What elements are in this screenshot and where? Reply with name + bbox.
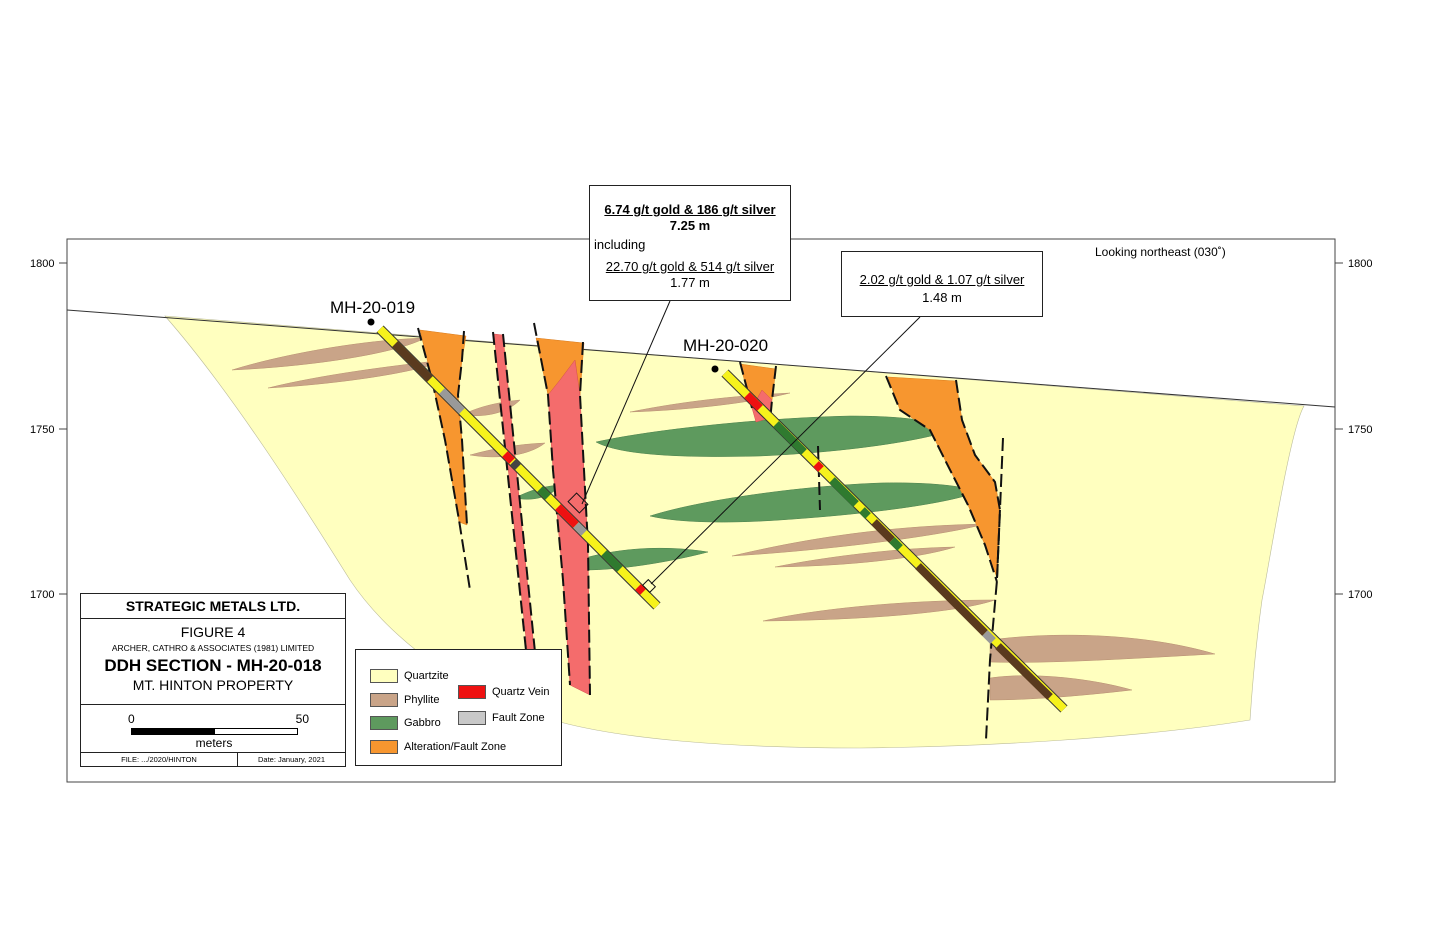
legend-label-quartzite: Quartzite [404,670,449,682]
legend-item-alteration-fault-zone: Alteration/Fault Zone [370,740,506,754]
legend-swatch-phyllite [370,693,398,707]
title-divider [81,704,345,705]
view-direction-label: Looking northeast (030˚) [1095,245,1226,259]
intercept-1-length: 7.25 m [669,218,711,233]
collar-mh-20-020 [711,365,719,373]
callout-leader-2 [650,316,921,585]
drill-hole-label-mh-20-019: MH-20-019 [330,298,416,317]
figure-date: Date: January, 2021 [258,755,325,764]
elevation-label-right-1750: 1750 [1348,424,1372,436]
scale-bar: 0 50 meters [128,712,309,752]
legend-item-gabbro: Gabbro [370,716,441,730]
legend-label-fault-zone: Fault Zone [492,712,545,724]
section-title: DDH SECTION - MH-20-018 [104,656,322,675]
elevation-label-left-1800: 1800 [30,258,54,270]
callout-leader-1 [581,300,671,505]
intercept-1-sub-length: 1.77 m [670,275,710,290]
intercept-1-qualifier: including [594,237,646,252]
legend: Quartzite Phyllite Gabbro Alteration/Fau… [355,649,562,766]
elevation-ticks [59,262,1343,595]
legend-label-alteration-fault-zone: Alteration/Fault Zone [404,741,507,753]
intercept-2-length: 1.48 m [922,290,962,305]
legend-label-gabbro: Gabbro [404,717,441,729]
fault-lines [417,322,1004,741]
consultant-name: ARCHER, CATHRO & ASSOCIATES (1981) LIMIT… [111,643,315,653]
legend-swatch-gabbro [370,716,398,730]
file-path: FILE: .../2020/HINTON [81,753,238,766]
drill-trace-mh-20-019 [376,325,661,610]
legend-swatch-quartz-vein [458,685,486,699]
property-name: MT. HINTON PROPERTY [132,677,294,693]
intercept-2-grade: 2.02 g/t gold & 1.07 g/t silver [859,272,1025,287]
intercept-callout-2: 2.02 g/t gold & 1.07 g/t silver 1.48 m [841,251,1043,317]
legend-swatch-fault-zone [458,711,486,725]
legend-item-fault-zone: Fault Zone [458,711,545,725]
legend-item-quartz-vein: Quartz Vein [458,685,549,699]
legend-item-quartzite: Quartzite [370,669,449,683]
elevation-label-left-1750: 1750 [30,424,54,436]
company-name: STRATEGIC METALS LTD. [81,594,345,619]
drill-hole-label-mh-20-020: MH-20-020 [683,336,769,355]
legend-label-phyllite: Phyllite [404,694,440,706]
scale-unit-label: meters [195,736,233,750]
scale-bar-black [131,728,216,735]
title-footer: FILE: .../2020/HINTON Date: January, 202… [81,752,345,766]
title-block: STRATEGIC METALS LTD. FIGURE 4 ARCHER, C… [80,593,346,767]
intercept-1-sub-grade: 22.70 g/t gold & 514 g/t silver [605,259,775,274]
collar-mh-20-019 [367,318,375,326]
scale-bar-white [214,728,298,735]
elevation-label-right-1800: 1800 [1348,258,1372,270]
intercept-callout-1: 6.74 g/t gold & 186 g/t silver 7.25 m in… [589,185,791,301]
legend-item-phyllite: Phyllite [370,693,439,707]
figure-number: FIGURE 4 [180,624,246,640]
intercept-1-grade: 6.74 g/t gold & 186 g/t silver [604,202,776,217]
topographic-surface [66,309,1336,408]
scale-start-label: 0 [128,712,135,726]
legend-swatch-quartzite [370,669,398,683]
legend-swatch-alteration-fault-zone [370,740,398,754]
elevation-label-right-1700: 1700 [1348,589,1372,601]
scale-end-label: 50 [295,712,309,726]
elevation-label-left-1700: 1700 [30,589,54,601]
drill-trace-mh-20-020 [721,369,1068,713]
legend-label-quartz-vein: Quartz Vein [492,686,550,698]
